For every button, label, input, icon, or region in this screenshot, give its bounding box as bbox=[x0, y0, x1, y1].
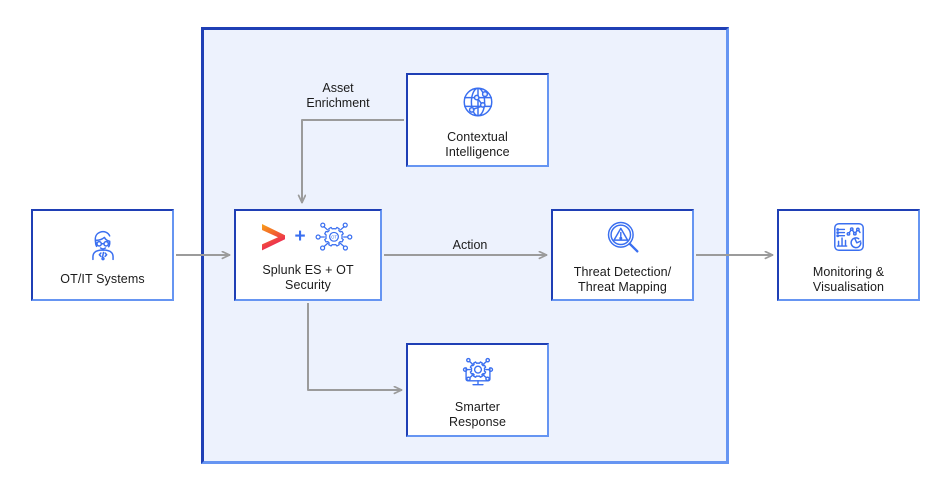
node-monitoring-visualisation[interactable]: Monitoring & Visualisation bbox=[777, 209, 920, 301]
node-label: OT/IT Systems bbox=[60, 271, 145, 286]
splunk-chevron-icon bbox=[262, 223, 286, 250]
monitor-gear-network-icon bbox=[456, 350, 500, 394]
node-ot-it-systems[interactable]: OT/IT Systems bbox=[31, 209, 174, 301]
dashboard-charts-icon bbox=[827, 215, 871, 259]
splunk-chevron-ot-gear-icon: + OT bbox=[259, 218, 356, 256]
node-contextual-intelligence[interactable]: Contextual Intelligence bbox=[406, 73, 549, 167]
edge-label-action: Action bbox=[452, 238, 488, 252]
plus-symbol: + bbox=[294, 226, 306, 247]
node-splunk-es-ot-security[interactable]: + OT Splunk ES + OT Security bbox=[234, 209, 382, 301]
node-threat-detection-mapping[interactable]: Threat Detection/ Threat Mapping bbox=[551, 209, 694, 301]
globe-network-icon bbox=[456, 80, 500, 124]
node-label: Threat Detection/ Threat Mapping bbox=[573, 265, 672, 294]
svg-text:OT: OT bbox=[331, 234, 337, 239]
node-smarter-response[interactable]: Smarter Response bbox=[406, 343, 549, 437]
ot-gear-network-icon: OT bbox=[315, 222, 352, 251]
node-label: Smarter Response bbox=[448, 400, 507, 429]
operator-person-icon bbox=[82, 224, 124, 266]
magnifier-warning-icon bbox=[601, 215, 645, 259]
edge-label-asset-enrichment: Asset Enrichment bbox=[306, 81, 370, 110]
node-label: Monitoring & Visualisation bbox=[812, 265, 885, 294]
node-label: Splunk ES + OT Security bbox=[262, 262, 354, 292]
node-label: Contextual Intelligence bbox=[445, 130, 510, 159]
